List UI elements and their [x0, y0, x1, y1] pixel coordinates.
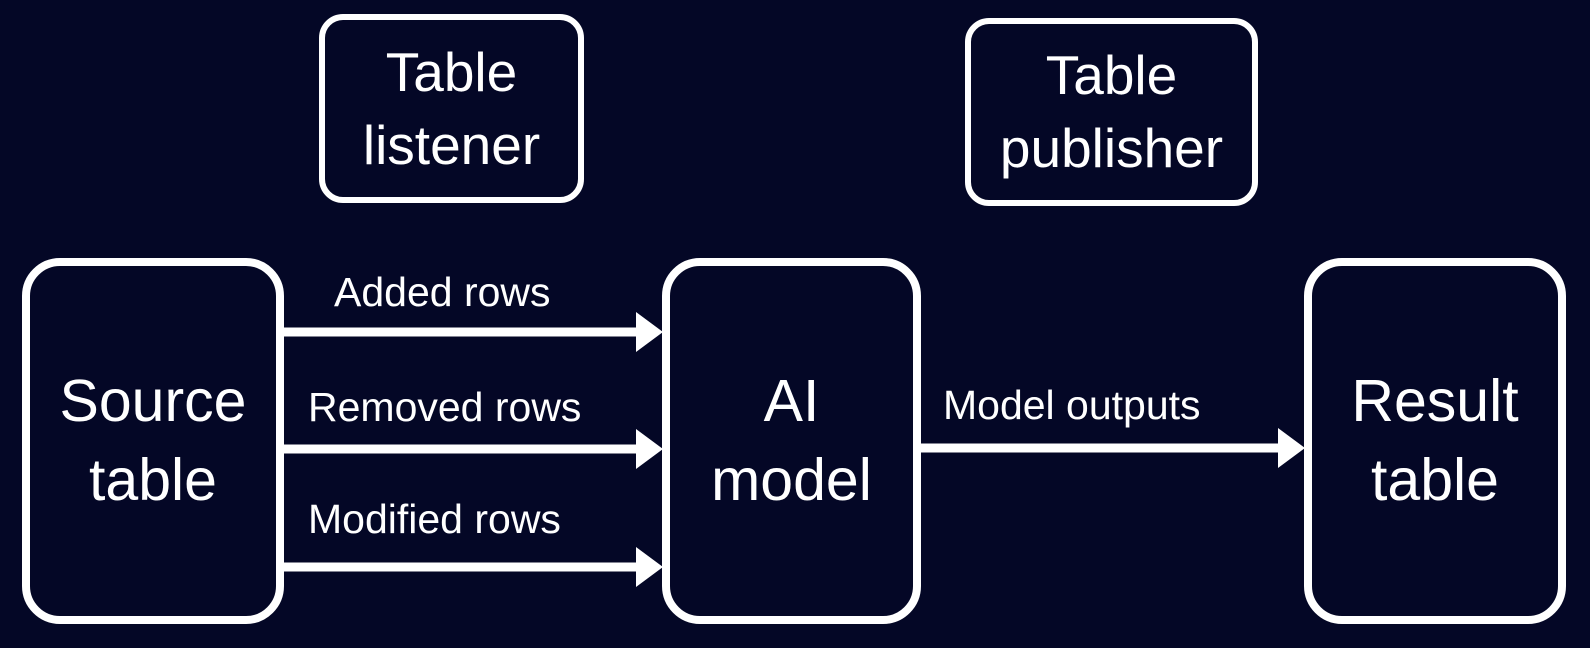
node-source-table-label-line-1: Source [59, 368, 247, 434]
node-table-publisher-label-line-1: Table [1045, 44, 1178, 106]
edge-removed-rows [284, 429, 663, 469]
node-source-table-label-line-2: table [89, 447, 217, 513]
node-table-listener[interactable]: Table listener [319, 14, 584, 203]
node-ai-model-label-line-1: AI [763, 368, 820, 434]
edge-modified-rows-arrowhead [636, 547, 663, 587]
edge-removed-rows-arrowhead [636, 429, 663, 469]
node-result-table-label-line-1: Result [1351, 368, 1519, 434]
edge-label-modified-rows: Modified rows [308, 496, 561, 542]
node-result-table-label-line-2: table [1371, 447, 1499, 513]
node-table-publisher[interactable]: Table publisher [965, 18, 1258, 206]
edge-label-model-outputs: Model outputs [943, 382, 1201, 428]
edge-model-outputs [921, 428, 1305, 468]
edge-added-rows [284, 312, 663, 352]
edge-label-added-rows: Added rows [334, 269, 551, 315]
node-table-listener-label-line-2: listener [362, 113, 541, 176]
node-ai-model[interactable]: AI model [662, 258, 921, 624]
node-source-table[interactable]: Source table [22, 258, 284, 624]
node-ai-model-label-line-2: model [711, 447, 872, 513]
node-result-table[interactable]: Result table [1304, 258, 1566, 624]
node-table-listener-label-line-1: Table [385, 40, 518, 103]
edge-label-removed-rows: Removed rows [308, 384, 582, 430]
edge-model-outputs-arrowhead [1278, 428, 1305, 468]
edge-added-rows-arrowhead [636, 312, 663, 352]
edge-modified-rows [284, 547, 663, 587]
node-table-publisher-label-line-2: publisher [999, 117, 1224, 179]
